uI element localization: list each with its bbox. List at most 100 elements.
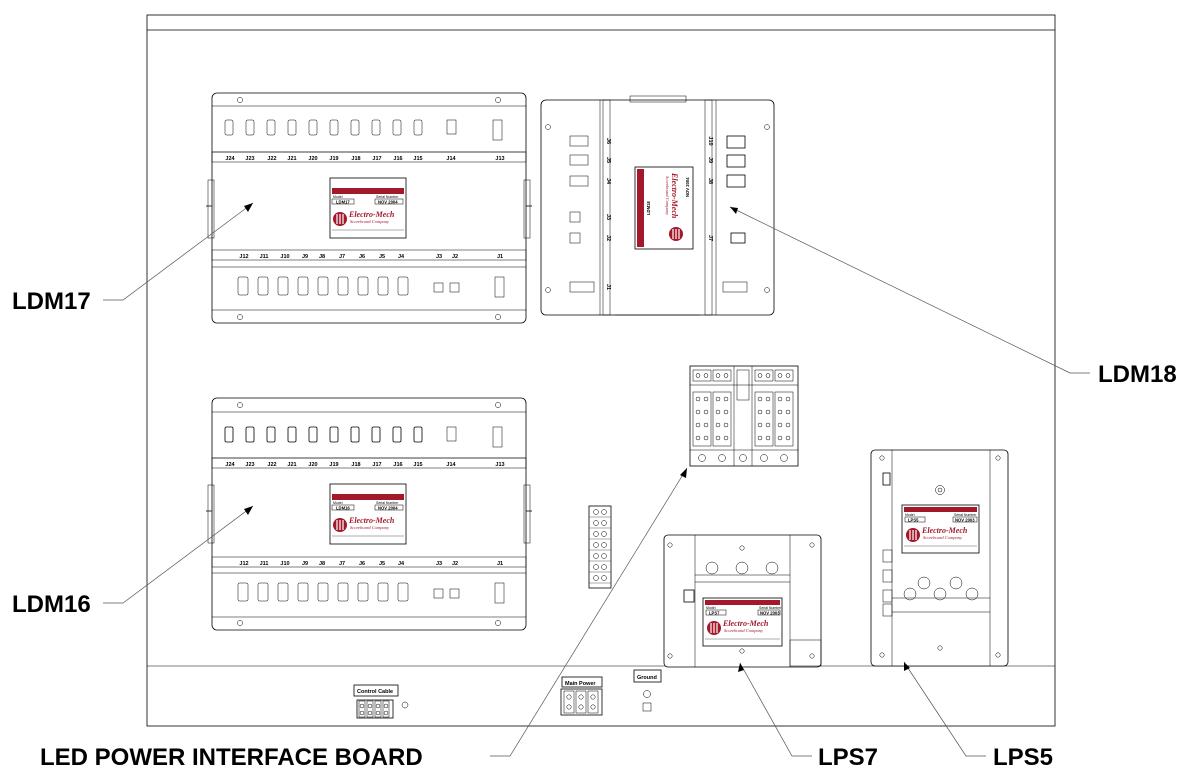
terminal-block <box>366 700 374 718</box>
ldm18-leader <box>729 206 1090 374</box>
terminal-screw <box>703 422 709 428</box>
terminal-screw <box>695 373 701 378</box>
connector-label-j24: J24 <box>225 462 235 468</box>
connector-label-j11: J11 <box>260 561 269 567</box>
connector-label-j23: J23 <box>245 156 254 162</box>
connector-slot <box>433 282 444 293</box>
terminal-strip <box>588 505 612 589</box>
connector-slot <box>329 119 339 136</box>
terminal-screw <box>367 710 373 716</box>
terminal-screw <box>765 435 771 441</box>
model-caption: Model <box>905 513 915 517</box>
brand-name: Electro-Mech <box>348 210 395 219</box>
connector-label-j10: J10 <box>280 254 289 260</box>
connector-slot <box>308 119 318 136</box>
connector-slot <box>287 119 297 136</box>
connector-label-j1: J1 <box>497 561 503 567</box>
connector-slot <box>245 119 255 136</box>
connector-label-j18: J18 <box>351 462 360 468</box>
terminal-screw <box>785 422 791 428</box>
terminal-screw <box>375 710 381 716</box>
connector-slot <box>433 588 444 599</box>
connector-label-j3: J3 <box>436 254 442 260</box>
terminal-screw <box>601 553 607 559</box>
connector-label-j16: J16 <box>393 462 402 468</box>
connector-label-j6: J6 <box>359 254 365 260</box>
terminal-screw <box>765 396 771 402</box>
terminal-screw <box>715 396 721 402</box>
connector-slot <box>257 276 269 296</box>
lps7-callout: LPS7 <box>818 744 878 771</box>
terminal-screw <box>785 409 791 415</box>
led-power-interface-board-callout: LED POWER INTERFACE BOARD <box>40 744 423 771</box>
main-power-label: Main Power <box>565 681 596 687</box>
connector-slot <box>371 119 381 136</box>
connector-label-j23: J23 <box>245 462 254 468</box>
connector-slot <box>277 276 289 296</box>
terminal-screw <box>723 422 729 428</box>
connector-label-j13: J13 <box>495 462 504 468</box>
model-value: LPS5 <box>908 518 919 523</box>
connector-slot <box>449 282 460 293</box>
connector-label-j1: J1 <box>605 284 611 290</box>
connector-slot <box>317 276 329 296</box>
serial-caption: Serial Number <box>954 513 977 517</box>
connector-label-j3: J3 <box>436 561 442 567</box>
connector-label-j7: J7 <box>707 235 713 241</box>
ground-label: Ground <box>637 675 657 681</box>
ldm18-left-slots <box>569 135 595 293</box>
terminal-screw <box>757 409 763 415</box>
connector-slot <box>371 426 381 443</box>
terminal-screw <box>715 422 721 428</box>
mount-hole <box>739 454 747 462</box>
connector-label-j19: J19 <box>329 462 338 468</box>
connector-label-j13: J13 <box>495 156 504 162</box>
connector-label-j7: J7 <box>339 254 345 260</box>
terminal-screw <box>703 435 709 441</box>
terminal-screw <box>601 575 607 581</box>
ldm17-callout: LDM17 <box>12 288 91 315</box>
ldm18-id-label: Electro-Mech Scoreboard Company LDM18 NO… <box>634 166 694 250</box>
connector-label-j3: J3 <box>605 214 611 220</box>
terminal-screw <box>777 422 783 428</box>
connector-label-j10: J10 <box>280 561 289 567</box>
terminal-block <box>692 391 712 447</box>
serial-caption: Serial Number <box>376 195 399 199</box>
terminal-screw <box>566 694 572 700</box>
terminal-screw <box>590 694 596 700</box>
serial-value: NOV 2003 <box>955 518 975 523</box>
connector-slot <box>308 426 318 443</box>
connector-label-j10: J10 <box>707 136 713 145</box>
terminal-screw <box>777 409 783 415</box>
terminal-block <box>754 391 774 447</box>
terminal-screw <box>785 435 791 441</box>
terminal-screw <box>578 704 584 710</box>
serial-caption: Serial Number <box>376 501 399 505</box>
terminal-block <box>587 690 599 714</box>
led-power-interface-board-leader <box>490 467 688 757</box>
ldm16-id-label: Model Serial Number LDM16 NOV 2004 Elect… <box>329 483 407 545</box>
connector-label-j2: J2 <box>452 561 458 567</box>
connector-label-j9: J9 <box>302 254 308 260</box>
terminal-screw <box>703 373 709 378</box>
connector-slot <box>350 119 360 136</box>
connector-slot <box>492 426 503 448</box>
connector-slot <box>397 276 409 296</box>
terminal-screw <box>723 409 729 415</box>
connector-slot <box>446 426 457 442</box>
terminal-screw <box>757 373 763 378</box>
lps5-power-supply: Model Serial Number LPS5 NOV 2003 Electr… <box>870 449 1009 667</box>
connector-slot <box>266 119 276 136</box>
connector-label-j16: J16 <box>393 156 402 162</box>
terminal-screw <box>757 435 763 441</box>
connector-slot <box>277 582 289 602</box>
terminal-screw <box>601 509 607 515</box>
model-caption: Model <box>333 195 343 199</box>
terminal-screw <box>695 409 701 415</box>
model-value: LDM17 <box>336 200 350 205</box>
ldm17-id-label: Model Serial Number LDM17 NOV 2004 Elect… <box>329 177 407 239</box>
serial-caption: Serial Number <box>759 606 782 610</box>
terminal-screw <box>359 710 365 716</box>
